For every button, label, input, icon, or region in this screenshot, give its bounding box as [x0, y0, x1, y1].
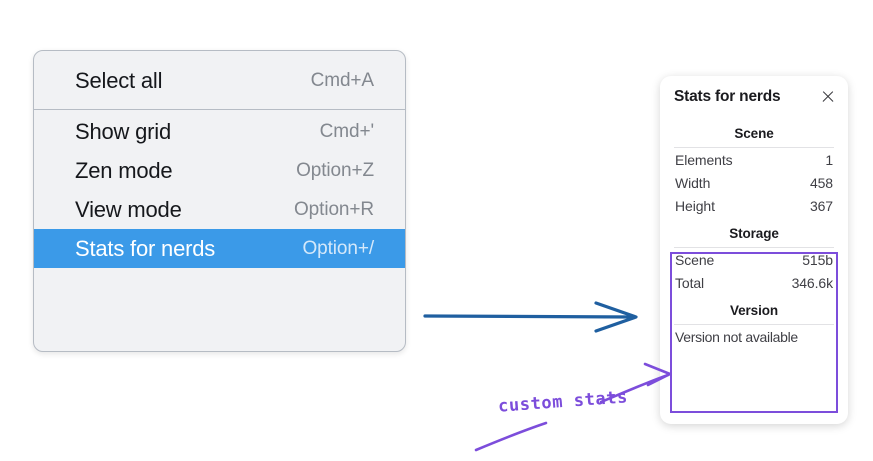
section-title-storage: Storage: [729, 226, 779, 241]
stats-for-nerds-panel: Stats for nerds Scene Elements 1 Width 4…: [660, 76, 848, 424]
stat-label: Scene: [675, 251, 715, 268]
stat-value: 1: [825, 151, 833, 168]
stat-label: Width: [675, 174, 711, 191]
version-text: Version not available: [675, 329, 798, 345]
menu-item-shortcut: Cmd+': [319, 120, 374, 142]
menu-item-shortcut: Cmd+A: [310, 69, 374, 91]
menu-item-show-grid[interactable]: Show grid Cmd+': [34, 112, 405, 151]
menu-item-label: Stats for nerds: [75, 235, 216, 261]
section-title-scene: Scene: [734, 126, 774, 141]
menu-group-2: Show grid Cmd+' Zen mode Option+Z View m…: [34, 110, 405, 278]
menu-group-1: Select all Cmd+A: [34, 51, 405, 109]
panel-title: Stats for nerds: [674, 87, 781, 105]
context-menu[interactable]: Select all Cmd+A Show grid Cmd+' Zen mod…: [33, 50, 406, 352]
menu-separator: [34, 109, 405, 110]
menu-item-label: Show grid: [75, 118, 172, 144]
section-title-version: Version: [729, 303, 779, 318]
stat-row: Elements 1: [670, 148, 838, 171]
menu-item-stats-for-nerds[interactable]: Stats for nerds Option+/: [34, 229, 405, 268]
menu-item-shortcut: Option+/: [302, 237, 374, 259]
close-icon[interactable]: [820, 89, 836, 105]
section-rule: [674, 324, 834, 325]
panel-titlebar: Stats for nerds: [670, 76, 838, 117]
stat-label: Total: [675, 274, 705, 291]
blue-arrow: [423, 301, 638, 333]
stat-row: Height 367: [670, 194, 838, 217]
custom-stats-annotation-label: custom stats: [497, 387, 629, 417]
menu-item-label: Select all: [75, 67, 163, 93]
menu-item-shortcut: Option+Z: [296, 159, 374, 181]
stat-row: Width 458: [670, 171, 838, 194]
menu-item-shortcut: Option+R: [294, 198, 374, 220]
section-rule: [674, 147, 834, 148]
menu-item-zen-mode[interactable]: Zen mode Option+Z: [34, 151, 405, 190]
purple-underline-stroke: [474, 421, 548, 452]
stat-value: 367: [809, 197, 833, 214]
menu-item-label: Zen mode: [75, 157, 173, 183]
menu-item-label: View mode: [75, 196, 182, 222]
stat-value: 458: [809, 174, 833, 191]
stat-label: Height: [675, 197, 715, 214]
section-rule: [674, 247, 834, 248]
stat-value: 346.6k: [791, 274, 834, 291]
menu-item-view-mode[interactable]: View mode Option+R: [34, 190, 405, 229]
stat-value: 515b: [802, 251, 833, 268]
menu-item-select-all[interactable]: Select all Cmd+A: [34, 61, 405, 100]
stat-row: Total 346.6k: [670, 271, 838, 294]
stat-row: Scene 515b: [670, 248, 838, 271]
stat-label: Elements: [675, 151, 733, 168]
